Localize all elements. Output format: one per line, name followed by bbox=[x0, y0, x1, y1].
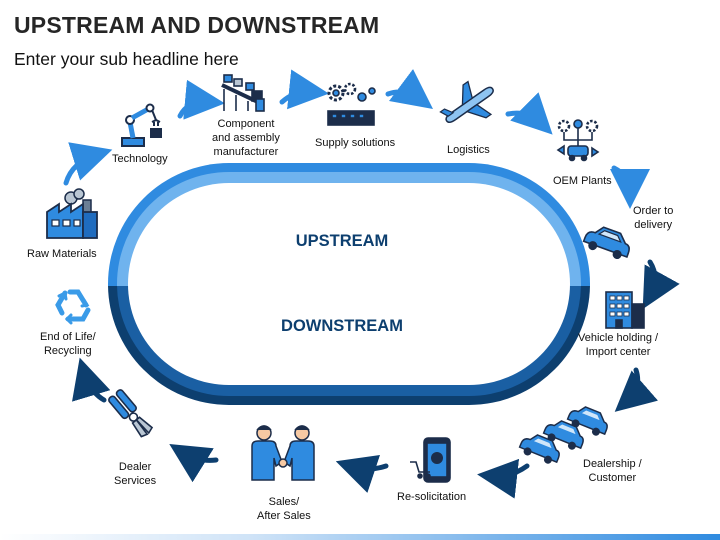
upstream-label: UPSTREAM bbox=[295, 232, 389, 250]
stage-label-component: Component and assembly manufacturer bbox=[212, 118, 280, 158]
building-icon bbox=[605, 291, 645, 329]
stage-label-technology: Technology bbox=[112, 153, 168, 165]
conveyor-icon bbox=[221, 74, 265, 112]
factory-icon bbox=[46, 188, 98, 239]
arrow-raw-to-tech bbox=[63, 142, 113, 186]
stage-label-supply-solutions: Supply solutions bbox=[315, 137, 396, 149]
stage-label-resolicitation: Re-solicitation bbox=[397, 491, 467, 503]
arrow-logistics-to-oem bbox=[505, 92, 553, 135]
arrow-tech-to-component bbox=[177, 79, 225, 120]
arrow-dealership-to-resolicitation bbox=[477, 458, 530, 499]
arrow-component-to-supply bbox=[279, 69, 329, 110]
plant-network-icon bbox=[556, 119, 600, 162]
handshake-icon bbox=[251, 425, 315, 481]
stage-label-raw-materials: Raw Materials bbox=[27, 248, 97, 260]
stage-label-vehicle-holding: Vehicle holding / Import center bbox=[578, 332, 659, 358]
pliers-icon bbox=[108, 389, 154, 438]
cars-fleet-icon bbox=[518, 406, 608, 464]
stadium-inner bbox=[128, 183, 570, 385]
mobile-cart-icon bbox=[410, 437, 451, 483]
arrow-oem-to-order bbox=[609, 165, 650, 209]
stage-label-dealer-services: Dealer Services bbox=[114, 461, 157, 487]
stage-label-oem-plants: OEM Plants bbox=[553, 175, 612, 187]
gears-supply-icon bbox=[327, 82, 376, 126]
recycle-icon bbox=[55, 289, 91, 325]
arrow-order-to-vehicle bbox=[642, 259, 680, 310]
stage-label-dealership: Dealership / Customer bbox=[583, 458, 642, 484]
arrow-sales-to-dealer bbox=[169, 444, 219, 483]
flow-arrows-upstream bbox=[63, 69, 650, 209]
stage-label-sales: Sales/ After Sales bbox=[257, 496, 311, 522]
arrow-supply-to-logistics bbox=[385, 69, 434, 109]
robot-arm-icon bbox=[121, 103, 162, 147]
car-icon bbox=[582, 226, 630, 259]
page-subtitle: Enter your sub headline here bbox=[14, 49, 239, 69]
arrow-vehicle-to-dealership bbox=[614, 367, 658, 412]
flow-arrows-downstream bbox=[72, 259, 680, 499]
stage-label-recycling: End of Life/ Recycling bbox=[40, 331, 96, 357]
arrow-resolicitation-to-sales bbox=[335, 454, 389, 493]
stage-label-logistics: Logistics bbox=[447, 144, 490, 156]
stage-label-order-to-delivery: Order to delivery bbox=[633, 205, 674, 231]
page-title: UPSTREAM AND DOWNSTREAM bbox=[14, 12, 380, 38]
arrow-dealer-to-recycling bbox=[72, 357, 111, 403]
footer-accent-bar bbox=[0, 534, 720, 540]
downstream-label: DOWNSTREAM bbox=[281, 317, 403, 335]
airplane-icon bbox=[439, 80, 494, 124]
